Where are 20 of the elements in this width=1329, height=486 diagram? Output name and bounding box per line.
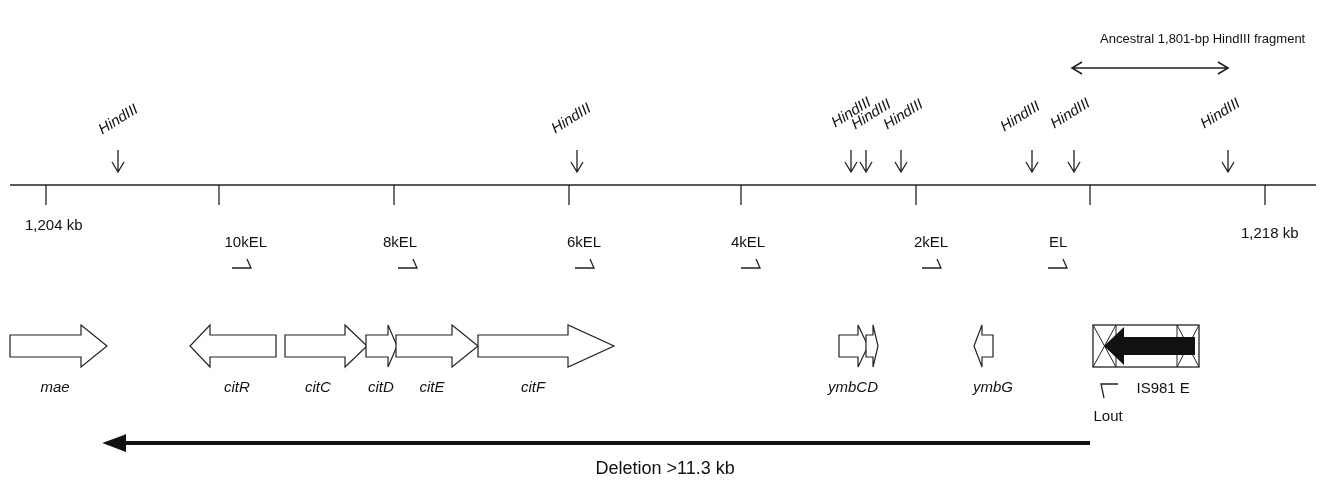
gene-label: mae — [40, 377, 70, 395]
deletion-label: Deletion >11.3 kb — [595, 458, 735, 478]
primer-label: 10kEL — [224, 232, 268, 250]
primer-label: 6kEL — [567, 232, 602, 250]
gene-label: citF — [521, 377, 546, 395]
insertion-element-label: IS981 E — [1136, 378, 1190, 396]
primer-label: 2kEL — [914, 232, 949, 250]
coordinate-label: 1,204 kb — [25, 215, 83, 233]
fragment-label: Ancestral 1,801-bp HindIII fragment — [1100, 29, 1306, 47]
gene-label: ymbG — [973, 377, 1013, 395]
primer-label: 8kEL — [383, 232, 418, 250]
primer-label: Lout — [1093, 406, 1123, 424]
primer-label: 4kEL — [731, 232, 766, 250]
gene-label: citC — [305, 377, 331, 395]
primer-label: EL — [1049, 232, 1068, 250]
gene-label: ymbCD — [828, 377, 878, 395]
gene-label: citR — [224, 377, 250, 395]
gene-label: citD — [368, 377, 394, 395]
gene-label: citE — [419, 377, 445, 395]
coordinate-label: 1,218 kb — [1241, 223, 1299, 241]
